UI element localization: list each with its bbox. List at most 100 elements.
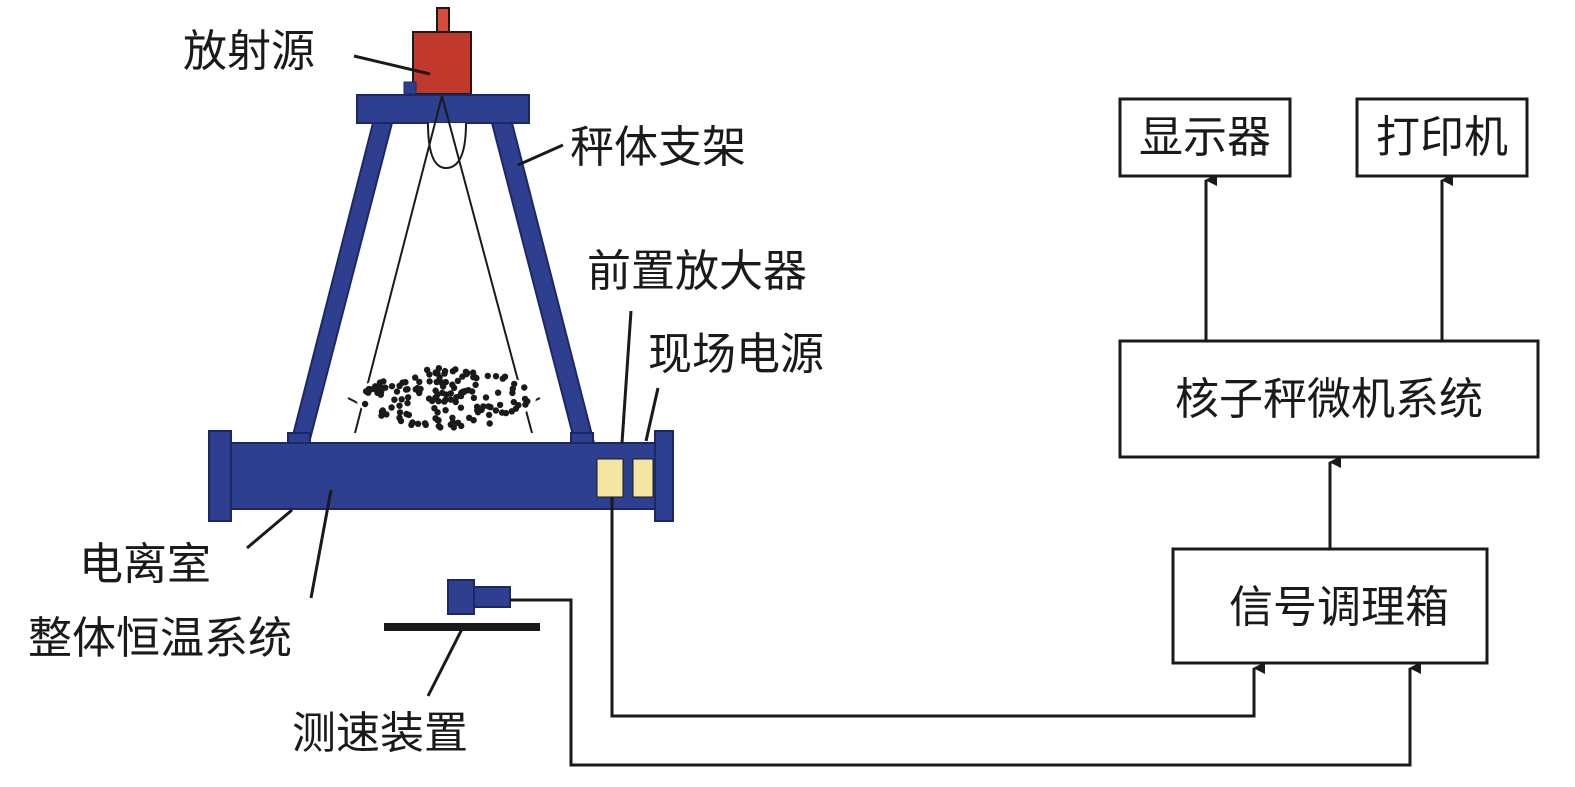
material-dot [454, 419, 462, 426]
material-dot [509, 385, 516, 392]
wire-speed-to-signal [510, 598, 1421, 767]
material-dot [431, 405, 438, 412]
material-dot [382, 384, 389, 391]
material-dot [388, 404, 395, 411]
material-dot [485, 403, 492, 410]
material-dot [393, 388, 401, 395]
material-dot [423, 366, 431, 374]
material-dot [502, 409, 510, 417]
wire-chamber-to-signal [610, 497, 1265, 718]
material-dot [472, 381, 479, 388]
material-dot [380, 378, 387, 385]
material-dot [442, 407, 449, 414]
material-dot [435, 365, 443, 372]
material-dot [412, 374, 419, 381]
label-radiation-source: 放射源 [183, 26, 315, 77]
material-dot [484, 372, 491, 380]
material-dot [515, 402, 522, 409]
signal-box-label: 信号调理箱 [1229, 582, 1449, 633]
leader-source [353, 54, 431, 76]
material-dot [443, 391, 450, 398]
material-dot [439, 383, 447, 390]
material-dot [398, 396, 405, 403]
material-dot [447, 421, 454, 428]
speed-device [384, 579, 540, 631]
scale-apparatus [208, 7, 674, 522]
material-dot [447, 396, 454, 403]
material-dot [457, 404, 465, 411]
leader-speed [426, 628, 464, 697]
ionization-chamber-body [228, 442, 660, 510]
material-dot [376, 384, 383, 391]
material-dot [492, 373, 500, 380]
material-dot [391, 396, 398, 403]
material-dot [425, 395, 433, 402]
leader-preamp [620, 310, 633, 444]
material-dot [486, 420, 493, 427]
material-dot [437, 424, 444, 431]
material-dot [442, 396, 449, 404]
right-end-cap [654, 430, 674, 522]
label-thermostat-system: 整体恒温系统 [28, 613, 292, 664]
material-dot [510, 398, 517, 406]
leader-power [644, 387, 660, 442]
material-dot [492, 407, 500, 414]
material-dot [494, 389, 502, 396]
leader-thermostat [309, 489, 333, 599]
source-side-knob [403, 81, 417, 95]
leader-frame [517, 143, 564, 167]
material-dot [374, 389, 381, 396]
material-dot [474, 407, 481, 414]
material-dot [508, 408, 515, 415]
material-dot [482, 394, 490, 401]
material-dot [452, 398, 459, 406]
material-dot [434, 416, 441, 423]
material-dot [499, 375, 506, 382]
speed-sensor-body [447, 579, 475, 615]
material-dot [414, 384, 421, 392]
label-preamplifier: 前置放大器 [587, 246, 807, 297]
material-dot [396, 409, 404, 416]
signal-box-frame [1171, 547, 1489, 665]
material-dot [408, 421, 415, 429]
material-dot [469, 369, 477, 376]
material-dot [449, 368, 457, 375]
material-dot [399, 379, 406, 386]
field-power-box [632, 458, 654, 498]
display-label: 显示器 [1139, 112, 1271, 163]
material-dot [379, 407, 386, 414]
material-dot [466, 414, 473, 421]
label-speed-device: 测速装置 [292, 708, 468, 759]
microcomputer-box: 核子秤微机系统 [1118, 339, 1540, 459]
material-dot [404, 399, 411, 407]
leader-chamber [246, 508, 293, 550]
material-dot [454, 377, 462, 385]
display-box: 显示器 [1118, 97, 1292, 178]
material-dot [465, 387, 472, 394]
material-dot [441, 370, 448, 377]
material-dot [480, 403, 487, 410]
label-scale-frame: 秤体支架 [570, 122, 746, 173]
printer-box-frame [1355, 97, 1529, 178]
material-dot [462, 368, 470, 375]
material-dot [432, 387, 439, 394]
material-dot [473, 374, 480, 382]
radiation-source-block [412, 31, 472, 95]
signal-box: 信号调理箱 [1171, 547, 1489, 665]
material-dot [449, 381, 456, 388]
speed-sensor-tip [473, 586, 511, 608]
material-dot [404, 386, 411, 393]
material-dot [432, 370, 440, 377]
material-dot [459, 373, 466, 380]
preamplifier-box [596, 458, 624, 498]
material-load [347, 365, 541, 431]
microcomputer-label: 核子秤微机系统 [1175, 374, 1483, 425]
material-dot [403, 410, 410, 418]
material-dot [361, 400, 369, 408]
material-dot [396, 414, 403, 421]
material-dot [365, 385, 372, 393]
material-dot [435, 398, 442, 405]
source-stem [436, 7, 450, 35]
material-dot [485, 411, 493, 419]
connection-wires [510, 174, 1453, 767]
